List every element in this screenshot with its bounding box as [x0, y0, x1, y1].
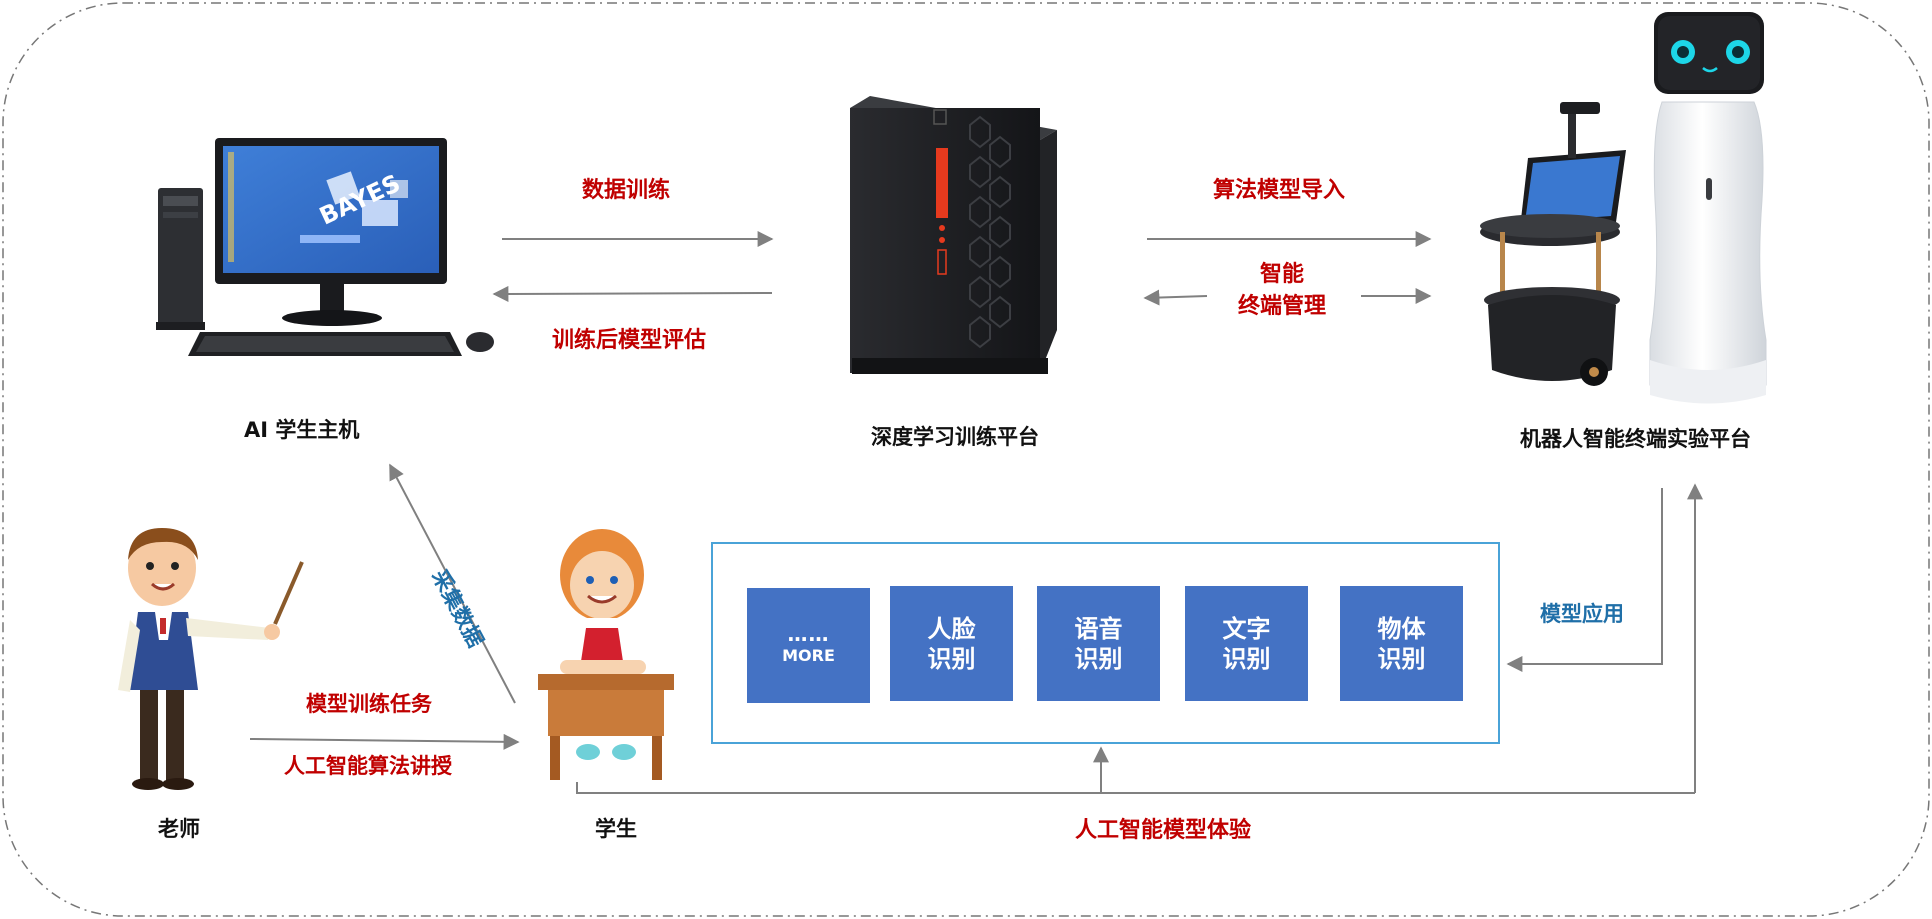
node-label-teacher: 老师 — [158, 817, 200, 841]
node-label-training-platform: 深度学习训练平台 — [871, 425, 1039, 449]
robot-cart-icon — [1480, 102, 1626, 386]
card-face-recognition[interactable]: 人脸 识别 — [890, 586, 1013, 701]
node-label-student: 学生 — [595, 817, 637, 841]
node-label-robot-platform: 机器人智能终端实验平台 — [1520, 427, 1751, 451]
edge-label-model-task: 模型训练任务 — [306, 692, 432, 716]
arrow-terminal-mgmt-left — [1143, 289, 1208, 306]
card-speech-line2: 识别 — [1074, 644, 1123, 673]
edge-label-terminal-mgmt-2: 终端管理 — [1238, 294, 1327, 319]
card-more[interactable]: …… MORE — [747, 588, 870, 703]
ai-application-box — [711, 542, 1500, 744]
card-text-line1: 文字 — [1222, 614, 1271, 643]
card-object-line1: 物体 — [1377, 614, 1426, 643]
edge-label-data-training: 数据训练 — [582, 178, 671, 203]
teacher-figure-icon — [118, 528, 304, 790]
card-text-recognition[interactable]: 文字 识别 — [1185, 586, 1308, 701]
desktop-computer-icon: BAYES — [156, 138, 494, 356]
arrow-model-application — [1506, 488, 1663, 672]
arrow-model-eval — [492, 285, 773, 302]
card-object-line2: 识别 — [1377, 644, 1426, 673]
edge-label-model-application: 模型应用 — [1540, 602, 1624, 626]
edge-label-ai-experience: 人工智能模型体验 — [1075, 818, 1252, 843]
card-speech-recognition[interactable]: 语音 识别 — [1037, 586, 1160, 701]
arrow-teacher-student — [249, 733, 520, 750]
card-more-label: MORE — [782, 645, 835, 665]
line-bottom-bus — [576, 782, 1695, 794]
edge-label-terminal-mgmt-1: 智能 — [1260, 262, 1305, 287]
edge-label-algo-import: 算法模型导入 — [1213, 178, 1346, 203]
card-speech-line1: 语音 — [1074, 614, 1123, 643]
node-label-student-pc: AI 学生主机 — [244, 418, 360, 442]
card-object-recognition[interactable]: 物体 识别 — [1340, 586, 1463, 701]
connector-arrows — [249, 231, 1703, 794]
card-face-line2: 识别 — [927, 644, 976, 673]
card-text-line2: 识别 — [1222, 644, 1271, 673]
student-figure-icon — [538, 529, 674, 780]
server-tower-icon — [850, 96, 1057, 374]
edge-label-ai-lecture: 人工智能算法讲授 — [284, 754, 452, 778]
service-robot-icon — [1649, 12, 1767, 404]
card-more-dots: …… — [787, 621, 830, 646]
card-face-line1: 人脸 — [927, 614, 976, 643]
arrow-collect-data — [389, 463, 516, 704]
edge-label-post-training-eval: 训练后模型评估 — [552, 328, 707, 353]
